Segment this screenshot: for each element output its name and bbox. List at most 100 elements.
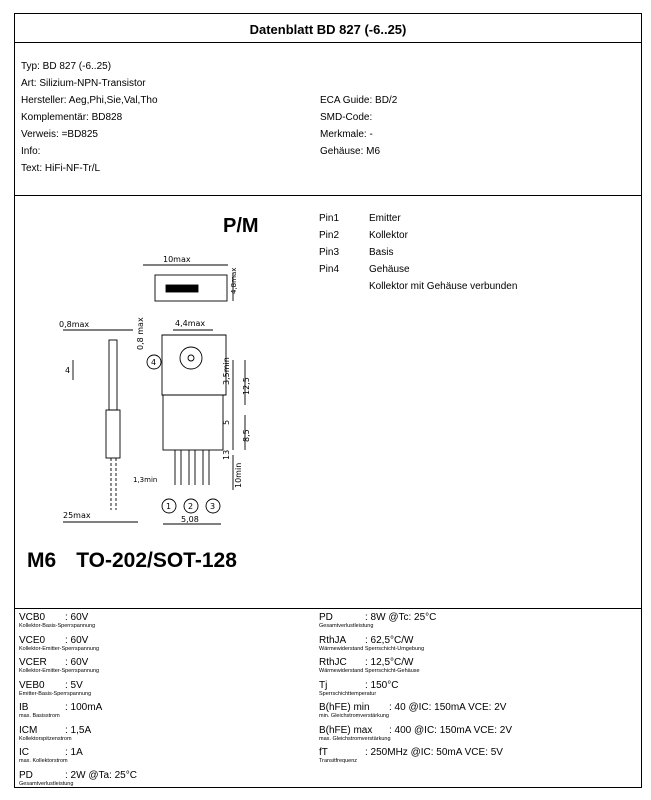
info-kind: Art: Silizium-NPN-Transistor xyxy=(21,78,146,89)
param-value: : 1,5A xyxy=(65,724,92,736)
param-desc: Wärmewiderstand Sperrschicht-Umgebung xyxy=(319,645,425,652)
param-desc: Wärmewiderstand Sperrschicht-Gehäuse xyxy=(319,668,420,674)
param-name: PD xyxy=(19,769,33,781)
param-desc: max. Kollektorstrom xyxy=(19,758,68,764)
dim-label: 4,4max xyxy=(175,319,205,328)
param-value: : 1A xyxy=(65,747,83,758)
dim-label: 3,5min xyxy=(222,357,231,385)
pin1-circle xyxy=(161,498,177,514)
pin-row: Pin4 Gehäuse xyxy=(319,261,517,278)
top-view-body xyxy=(154,274,228,302)
param-name: B(hFE) max xyxy=(319,724,373,736)
pin-desc: Kollektor mit Gehäuse verbunden xyxy=(369,281,518,292)
pin-desc: Kollektor xyxy=(369,230,408,241)
param-value: : 2W @Ta: 25°C xyxy=(65,769,137,781)
param-name: B(hFE) min xyxy=(319,702,370,713)
param-desc: max. Gleichstromverstärkung xyxy=(319,735,391,742)
dim-label: 0,8max xyxy=(59,320,89,329)
info-housing: Gehäuse: M6 xyxy=(320,146,381,157)
dim-label: 8,5 xyxy=(242,429,251,442)
package-name: TO-202/SOT-128 xyxy=(76,549,237,572)
param-name: IC xyxy=(19,747,29,758)
param-desc: Kollektor-Emitter-Sperrspannung xyxy=(19,645,100,652)
param-value: : 100mA xyxy=(65,702,103,713)
info-info: Info: xyxy=(21,146,41,157)
pin-label: Pin2 xyxy=(319,230,340,241)
param-value: : 400 @IC: 150mA VCE: 2V xyxy=(389,724,512,736)
pin-title: P/M xyxy=(223,215,259,237)
param-desc: max. Basisstrom xyxy=(19,713,60,719)
pin-desc: Basis xyxy=(369,247,394,258)
package-drawing: 10max 4,8max 4,4max 0,8 max 4 3,5min 5 1… xyxy=(59,255,251,525)
pin-desc: Gehäuse xyxy=(369,264,410,275)
info-right: ECA Guide: BD/2 SMD-Code: Merkmale: - Ge… xyxy=(320,92,397,160)
pin-label xyxy=(319,278,369,295)
divider-top xyxy=(15,42,641,43)
pin-number: 2 xyxy=(188,502,193,511)
divider-middle xyxy=(15,195,641,196)
param-name: Tj xyxy=(319,679,328,691)
param-name: IB xyxy=(19,702,29,713)
param-value: : 40 @IC: 150mA VCE: 2V xyxy=(389,702,507,713)
info-left: Typ: BD 827 (-6..25) Art: Silizium-NPN-T… xyxy=(21,58,158,177)
param-value: : 12,5°C/W xyxy=(365,657,414,668)
pin2-circle xyxy=(183,498,199,514)
param-desc: Gesamtverlustleistung xyxy=(19,780,74,787)
param-desc: Sperrschichttemperatur xyxy=(319,690,377,697)
dim-label: 4 xyxy=(65,366,70,375)
pin-number: 3 xyxy=(210,502,215,511)
info-complement: Komplementär: BD828 xyxy=(21,112,123,123)
dim-label: 25max xyxy=(63,511,91,520)
front-view-body xyxy=(162,394,224,451)
param-value: : 60V xyxy=(65,657,89,668)
dim-label: 0,8 max xyxy=(136,317,145,350)
info-eca-guide: ECA Guide: BD/2 xyxy=(320,95,398,106)
param-desc: Kollektorspitzenstrom xyxy=(19,735,72,742)
param-name: VCER xyxy=(19,657,47,668)
pin-desc: Emitter xyxy=(369,213,401,224)
pin4-marker xyxy=(146,354,162,370)
info-features: Merkmale: - xyxy=(320,129,373,140)
page-title: Datenblatt BD 827 (-6..25) xyxy=(249,22,407,37)
pin-number: 1 xyxy=(166,502,171,511)
info-smd-code: SMD-Code: xyxy=(320,112,373,123)
dim-label: 10max xyxy=(163,255,191,264)
param-name: ICM xyxy=(19,724,38,736)
mounting-hole-center xyxy=(187,354,195,362)
param-name: VCE0 xyxy=(19,634,46,646)
dim-label: 13 xyxy=(222,450,231,460)
param-name: PD xyxy=(319,612,333,623)
param-desc: Kollektor-Emitter-Sperrspannung xyxy=(19,668,100,674)
pin-row: Kollektor mit Gehäuse verbunden xyxy=(319,278,517,295)
param-desc: Transitfrequenz xyxy=(319,758,358,764)
param-value: : 60V xyxy=(65,634,89,646)
pin4-label: 4 xyxy=(151,358,156,367)
pin-label: Pin4 xyxy=(319,264,340,275)
dim-label: 4,8max xyxy=(230,268,238,294)
param-name: VEB0 xyxy=(19,679,45,691)
top-view-pins xyxy=(165,284,199,293)
divider-bottom xyxy=(15,608,641,609)
front-view-tab xyxy=(161,334,227,396)
param-value: : 62,5°C/W xyxy=(365,634,414,646)
dim-label: 12,5 xyxy=(242,377,251,395)
param-name: fT xyxy=(319,747,328,758)
param-desc: Emitter-Basis-Sperrspannung xyxy=(19,690,92,697)
